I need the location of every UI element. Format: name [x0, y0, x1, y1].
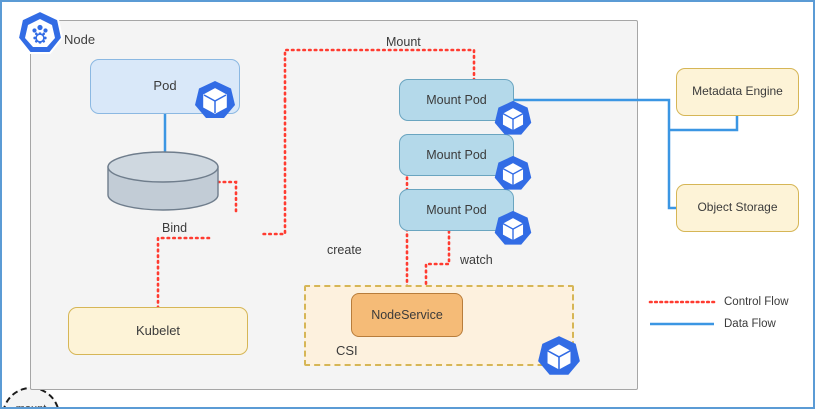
mount-point-label-line1: mount [16, 403, 47, 407]
legend-item-data-flow: Data Flow [648, 313, 808, 335]
mount-pod-label-1: Mount Pod [426, 92, 487, 107]
mount-pod-box-3[interactable]: Mount Pod [399, 189, 514, 231]
kubelet-label: Kubelet [135, 322, 181, 338]
legend: Control Flow Data Flow [648, 291, 808, 335]
metadata-engine-label: Metadata Engine [692, 84, 783, 99]
kubernetes-pod-icon [494, 100, 532, 135]
legend-swatch-control-flow [648, 297, 716, 307]
legend-item-control-flow: Control Flow [648, 291, 808, 313]
dataflow-trunk-to-metadata-engine [669, 116, 739, 132]
edge-label-bind: Bind [162, 221, 188, 235]
volume-cylinder-icon [107, 151, 219, 211]
legend-label-data-flow: Data Flow [724, 318, 776, 330]
mount-pod-label-3: Mount Pod [426, 202, 487, 217]
kubernetes-pod-icon [538, 336, 580, 375]
controlflow-vol-to-mountpoint [216, 180, 238, 213]
object-storage-box[interactable]: Object Storage [676, 184, 799, 232]
mount-pod-box-2[interactable]: Mount Pod [399, 134, 514, 176]
controlflow-bind-mountpoint-to-kubelet [156, 236, 211, 309]
legend-label-control-flow: Control Flow [724, 296, 789, 308]
pod-label: Pod [153, 78, 177, 94]
metadata-engine-box[interactable]: Metadata Engine [676, 68, 799, 116]
object-storage-label: Object Storage [697, 200, 778, 215]
edge-label-watch: watch [460, 253, 493, 267]
controlflow-watch-mountpod-to-nodeservice [424, 229, 451, 295]
dataflow-mountpod-to-object-storage [514, 98, 676, 210]
legend-swatch-data-flow [648, 319, 716, 329]
csi-label: CSI [336, 343, 358, 358]
node-service-label: NodeService [371, 307, 443, 322]
kubernetes-pod-icon [494, 210, 532, 245]
kubernetes-pod-icon [494, 155, 532, 190]
kubernetes-pod-icon [195, 81, 235, 118]
mount-pod-box-1[interactable]: Mount Pod [399, 79, 514, 121]
controlflow-mount-top-loop [283, 48, 476, 102]
mount-pod-label-2: Mount Pod [426, 147, 487, 162]
node-service-box[interactable]: NodeService [351, 293, 463, 337]
kubelet-box[interactable]: Kubelet [68, 307, 248, 355]
edge-label-create: create [327, 243, 362, 257]
kubernetes-wheel-icon [16, 9, 64, 54]
controlflow-mount-down-to-mountpoint [261, 98, 287, 236]
edge-label-mount: Mount [386, 35, 421, 49]
node-label: Node [64, 32, 96, 47]
